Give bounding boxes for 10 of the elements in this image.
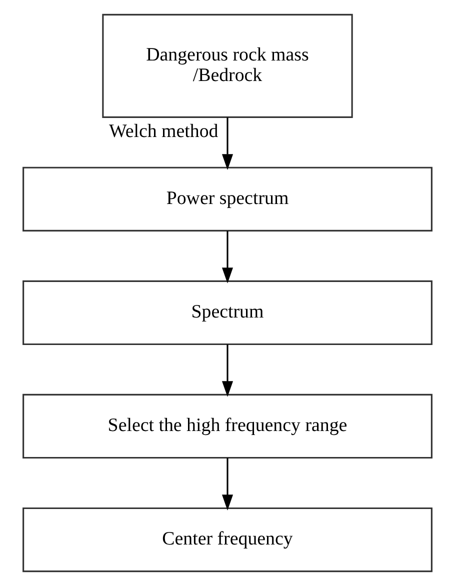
node-box: Power spectrum bbox=[22, 166, 432, 232]
arrow bbox=[222, 458, 234, 510]
node-box: Center frequency bbox=[22, 507, 432, 572]
edge-label: Welch method bbox=[109, 121, 218, 142]
arrow bbox=[222, 117, 234, 170]
arrow bbox=[222, 344, 234, 397]
node-box: Select the high frequency range bbox=[22, 394, 432, 459]
node-box: Spectrum bbox=[22, 280, 432, 346]
arrow bbox=[222, 230, 234, 284]
node-box: Dangerous rock mass /Bedrock bbox=[102, 14, 353, 118]
